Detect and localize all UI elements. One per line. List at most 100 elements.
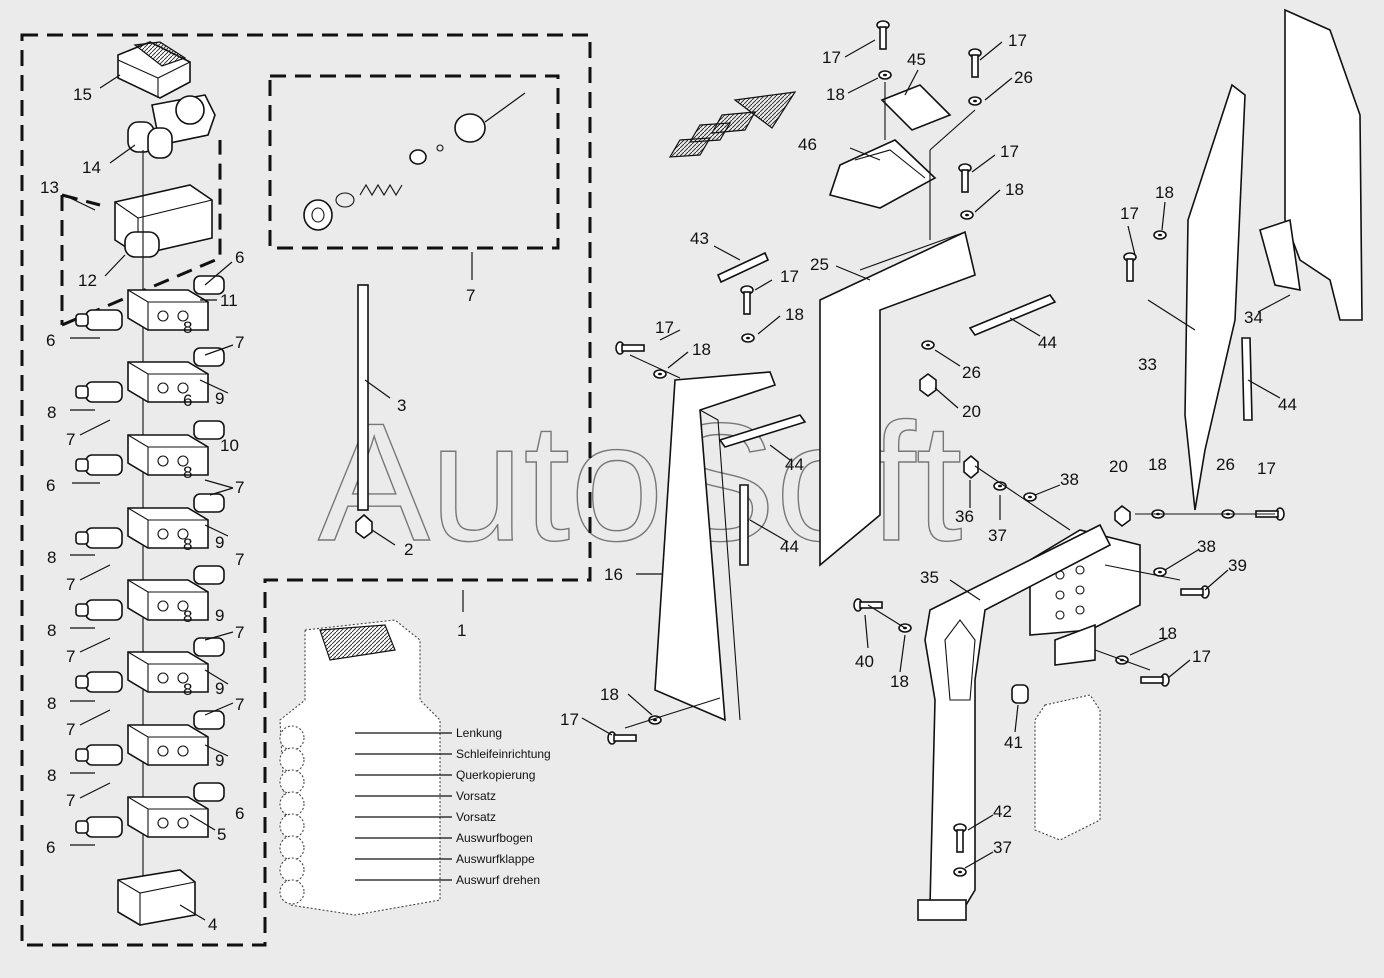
callout-25: 25 (810, 255, 829, 274)
frame-35 (917, 523, 1112, 921)
spring-kit-7 (303, 92, 526, 231)
valve-function-label: Schleifeinrichtung (456, 747, 551, 761)
callout-8: 8 (47, 766, 56, 785)
strip-44-a (718, 414, 807, 448)
callout-17: 17 (655, 318, 674, 337)
callout-33: 33 (1138, 355, 1157, 374)
callout-7: 7 (66, 647, 75, 666)
valve-section-11 (75, 275, 225, 331)
callout-44: 44 (1038, 333, 1057, 352)
callout-7: 7 (66, 430, 75, 449)
callout-6: 6 (46, 331, 55, 350)
solenoid-cover-15 (117, 41, 191, 99)
callout-3: 3 (397, 396, 406, 415)
panel-33 (1184, 83, 1246, 511)
callout-7: 7 (235, 695, 244, 714)
callout-40: 40 (855, 652, 874, 671)
callout-17: 17 (560, 710, 579, 729)
callout-18: 18 (1148, 455, 1167, 474)
strip-44-c (968, 294, 1057, 336)
callout-6: 6 (235, 248, 244, 267)
callout-38: 38 (1060, 470, 1079, 489)
callout-18: 18 (1005, 180, 1024, 199)
callout-37: 37 (988, 526, 1007, 545)
callout-35: 35 (920, 568, 939, 587)
callout-8: 8 (47, 694, 56, 713)
rod-3 (355, 284, 373, 539)
callout-17: 17 (1192, 647, 1211, 666)
valve-function-label: Auswurfbogen (456, 831, 533, 845)
group-7-boundary (268, 74, 560, 250)
callout-44: 44 (785, 455, 804, 474)
callout-2: 2 (404, 540, 413, 559)
callout-8: 8 (183, 680, 192, 699)
callout-43: 43 (690, 229, 709, 248)
callout-9: 9 (215, 751, 224, 770)
valve-section-9c (75, 565, 225, 621)
valve-function-label: Querkopierung (456, 768, 535, 782)
sleeve-41 (1011, 684, 1029, 704)
panel-34 (1259, 8, 1363, 321)
callout-6: 6 (46, 838, 55, 857)
valve-section-9b (75, 493, 225, 549)
valve-section-5 (75, 782, 225, 838)
callout-38: 38 (1197, 537, 1216, 556)
callout-16: 16 (604, 565, 623, 584)
callout-18: 18 (1155, 183, 1174, 202)
callout-36: 36 (955, 507, 974, 526)
callout-8: 8 (183, 607, 192, 626)
callout-9: 9 (215, 533, 224, 552)
callout-8: 8 (183, 535, 192, 554)
callout-18: 18 (692, 340, 711, 359)
callout-7: 7 (466, 286, 475, 305)
callout-8: 8 (183, 318, 192, 337)
callout-8: 8 (47, 548, 56, 567)
valve-section-9d (75, 637, 225, 693)
plate-45 (880, 84, 952, 131)
callout-46: 46 (798, 135, 817, 154)
valve-function-leaders (355, 732, 452, 881)
callout-37: 37 (993, 838, 1012, 857)
callout-10: 10 (220, 436, 239, 455)
callout-18: 18 (785, 305, 804, 324)
callout-8: 8 (47, 621, 56, 640)
callout-6: 6 (46, 476, 55, 495)
callout-6: 6 (235, 804, 244, 823)
callout-18: 18 (1158, 624, 1177, 643)
group-1-boundary (20, 33, 592, 947)
valve-function-label: Lenkung (456, 726, 502, 740)
callout-26: 26 (962, 363, 981, 382)
callout-17: 17 (1120, 204, 1139, 223)
callout-17: 17 (1257, 459, 1276, 478)
callout-7: 7 (235, 478, 244, 497)
block-12 (114, 184, 213, 258)
valve-function-label: Auswurfklappe (456, 852, 535, 866)
callout-9: 9 (215, 389, 224, 408)
end-block-4 (117, 869, 196, 926)
callout-1: 1 (457, 621, 466, 640)
callout-9: 9 (215, 606, 224, 625)
callout-17: 17 (1008, 31, 1027, 50)
valve-section-9e (75, 710, 225, 766)
callout-7: 7 (235, 623, 244, 642)
callout-leaders (63, 39, 1291, 921)
valve-section-10 (75, 420, 225, 476)
callout-26: 26 (1216, 455, 1235, 474)
callout-18: 18 (890, 672, 909, 691)
callout-7: 7 (235, 333, 244, 352)
strip-43 (716, 251, 770, 284)
valve-function-label: Vorsatz (456, 810, 496, 824)
solenoid-14 (127, 94, 216, 159)
callout-18: 18 (600, 685, 619, 704)
callout-20: 20 (962, 402, 981, 421)
callout-8: 8 (47, 403, 56, 422)
assembly-lines (624, 82, 1275, 729)
callout-20: 20 (1109, 457, 1128, 476)
direction-arrow-icon (668, 91, 797, 158)
callout-11: 11 (220, 291, 238, 310)
cover-46 (828, 139, 937, 209)
hardware-washers (648, 70, 1235, 877)
callout-41: 41 (1004, 733, 1023, 752)
callout-15: 15 (73, 85, 92, 104)
